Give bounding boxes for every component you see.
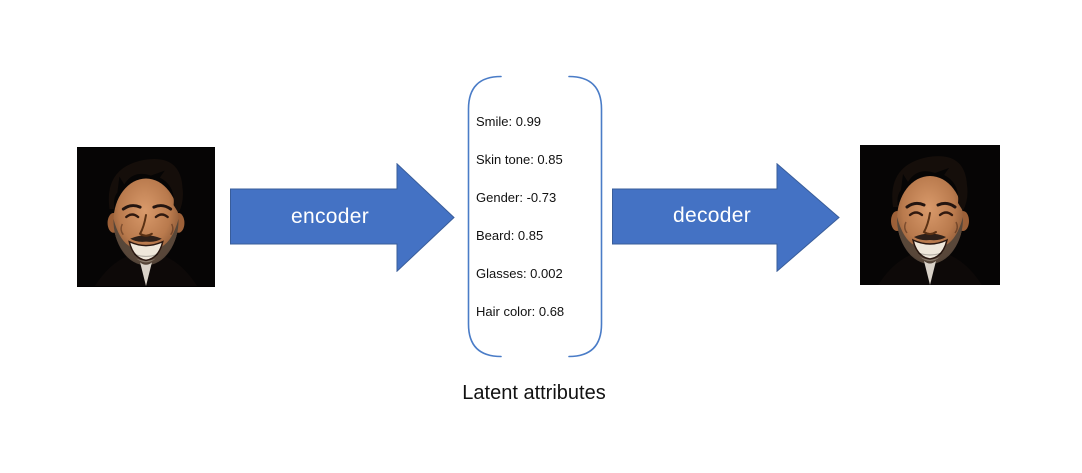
latent-attributes-list: Smile: 0.99 Skin tone: 0.85 Gender: -0.7… — [476, 114, 601, 320]
input-face-illustration — [77, 148, 215, 286]
right-bracket — [568, 75, 603, 358]
decoder-arrow-shape — [612, 163, 840, 272]
decoder-arrow — [612, 163, 840, 272]
latent-attribute-item: Beard: 0.85 — [476, 228, 544, 243]
latent-attributes-bracket — [467, 75, 603, 358]
encoder-arrow-shape — [230, 163, 455, 272]
latent-attributes-caption: Latent attributes — [462, 382, 606, 404]
output-face-image — [860, 145, 1000, 285]
output-face-illustration — [860, 145, 1000, 285]
latent-attribute-item: Hair color: 0.68 — [476, 304, 565, 319]
latent-attribute-item: Skin tone: 0.85 — [476, 152, 563, 167]
latent-attribute-item: Gender: -0.73 — [476, 190, 557, 205]
latent-attribute-item: Glasses: 0.002 — [476, 266, 563, 281]
encoder-arrow — [230, 163, 455, 272]
input-face-image — [77, 147, 215, 287]
left-bracket — [467, 75, 502, 358]
latent-attribute-item: Smile: 0.99 — [476, 114, 542, 129]
